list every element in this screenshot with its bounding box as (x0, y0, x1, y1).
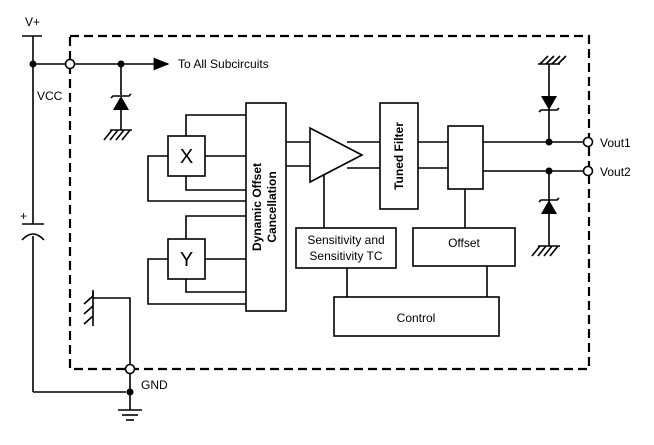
y-wire-3 (185, 279, 246, 293)
vout1-pin (582, 136, 594, 148)
gnd-label: GND (141, 378, 168, 392)
hall-sensor-x (167, 135, 206, 177)
sensitivity-block (295, 227, 397, 269)
vout2-zener-bar (538, 197, 560, 203)
tuned-filter-label: Tuned Filter (392, 122, 406, 190)
gnd-junction (126, 388, 134, 396)
offset-label: Offset (448, 236, 480, 250)
vout2-pin (582, 165, 594, 177)
vout2-chassis-ground-icon (531, 245, 559, 257)
vout1-zener-icon (541, 96, 557, 110)
vout1-chassis-ground-icon (539, 55, 567, 65)
chassis-ground-icon (103, 129, 131, 141)
vcc-pin (64, 58, 76, 70)
tuned-filter-block (379, 102, 419, 210)
x-wire-3 (185, 176, 246, 191)
vout2-zener-icon (541, 200, 557, 214)
capacitor-plus-label: + (20, 209, 27, 223)
y-wire-1 (185, 215, 246, 239)
internal-ground-wire (93, 297, 131, 364)
dynamic-offset-label-2: Cancellation (265, 171, 279, 242)
ic-boundary (68, 34, 591, 371)
dynamic-offset-cancellation-block (245, 102, 287, 312)
y-wire-4 (147, 258, 246, 305)
sensitivity-label-2: Sensitivity TC (309, 249, 382, 263)
control-block (333, 296, 500, 337)
vout2-label: Vout2 (600, 165, 631, 179)
dynamic-offset-label-1: Dynamic Offset (250, 163, 264, 251)
v-plus-label: V+ (25, 15, 40, 29)
x-wire-4 (147, 155, 246, 202)
vcc-zener-bar (110, 93, 132, 99)
vcc-label: VCC (37, 89, 63, 103)
to-all-subcircuits-label: To All Subcircuits (178, 57, 269, 71)
output-stage-block (447, 125, 484, 190)
internal-ground-icon (83, 292, 94, 325)
vcc-zener-icon (113, 96, 129, 110)
sensitivity-label-1: Sensitivity and (307, 233, 384, 247)
vout1-zener-bar (538, 107, 560, 113)
vout1-label: Vout1 (600, 136, 631, 150)
hall-sensor-x-label: X (180, 146, 193, 168)
hall-sensor-y-label: Y (180, 249, 193, 271)
capacitor-bottom-plate (21, 233, 45, 241)
offset-block (412, 227, 516, 267)
gnd-pin (124, 363, 136, 375)
control-label: Control (397, 311, 436, 325)
amplifier-icon (309, 126, 364, 184)
x-wire-1 (185, 114, 246, 136)
